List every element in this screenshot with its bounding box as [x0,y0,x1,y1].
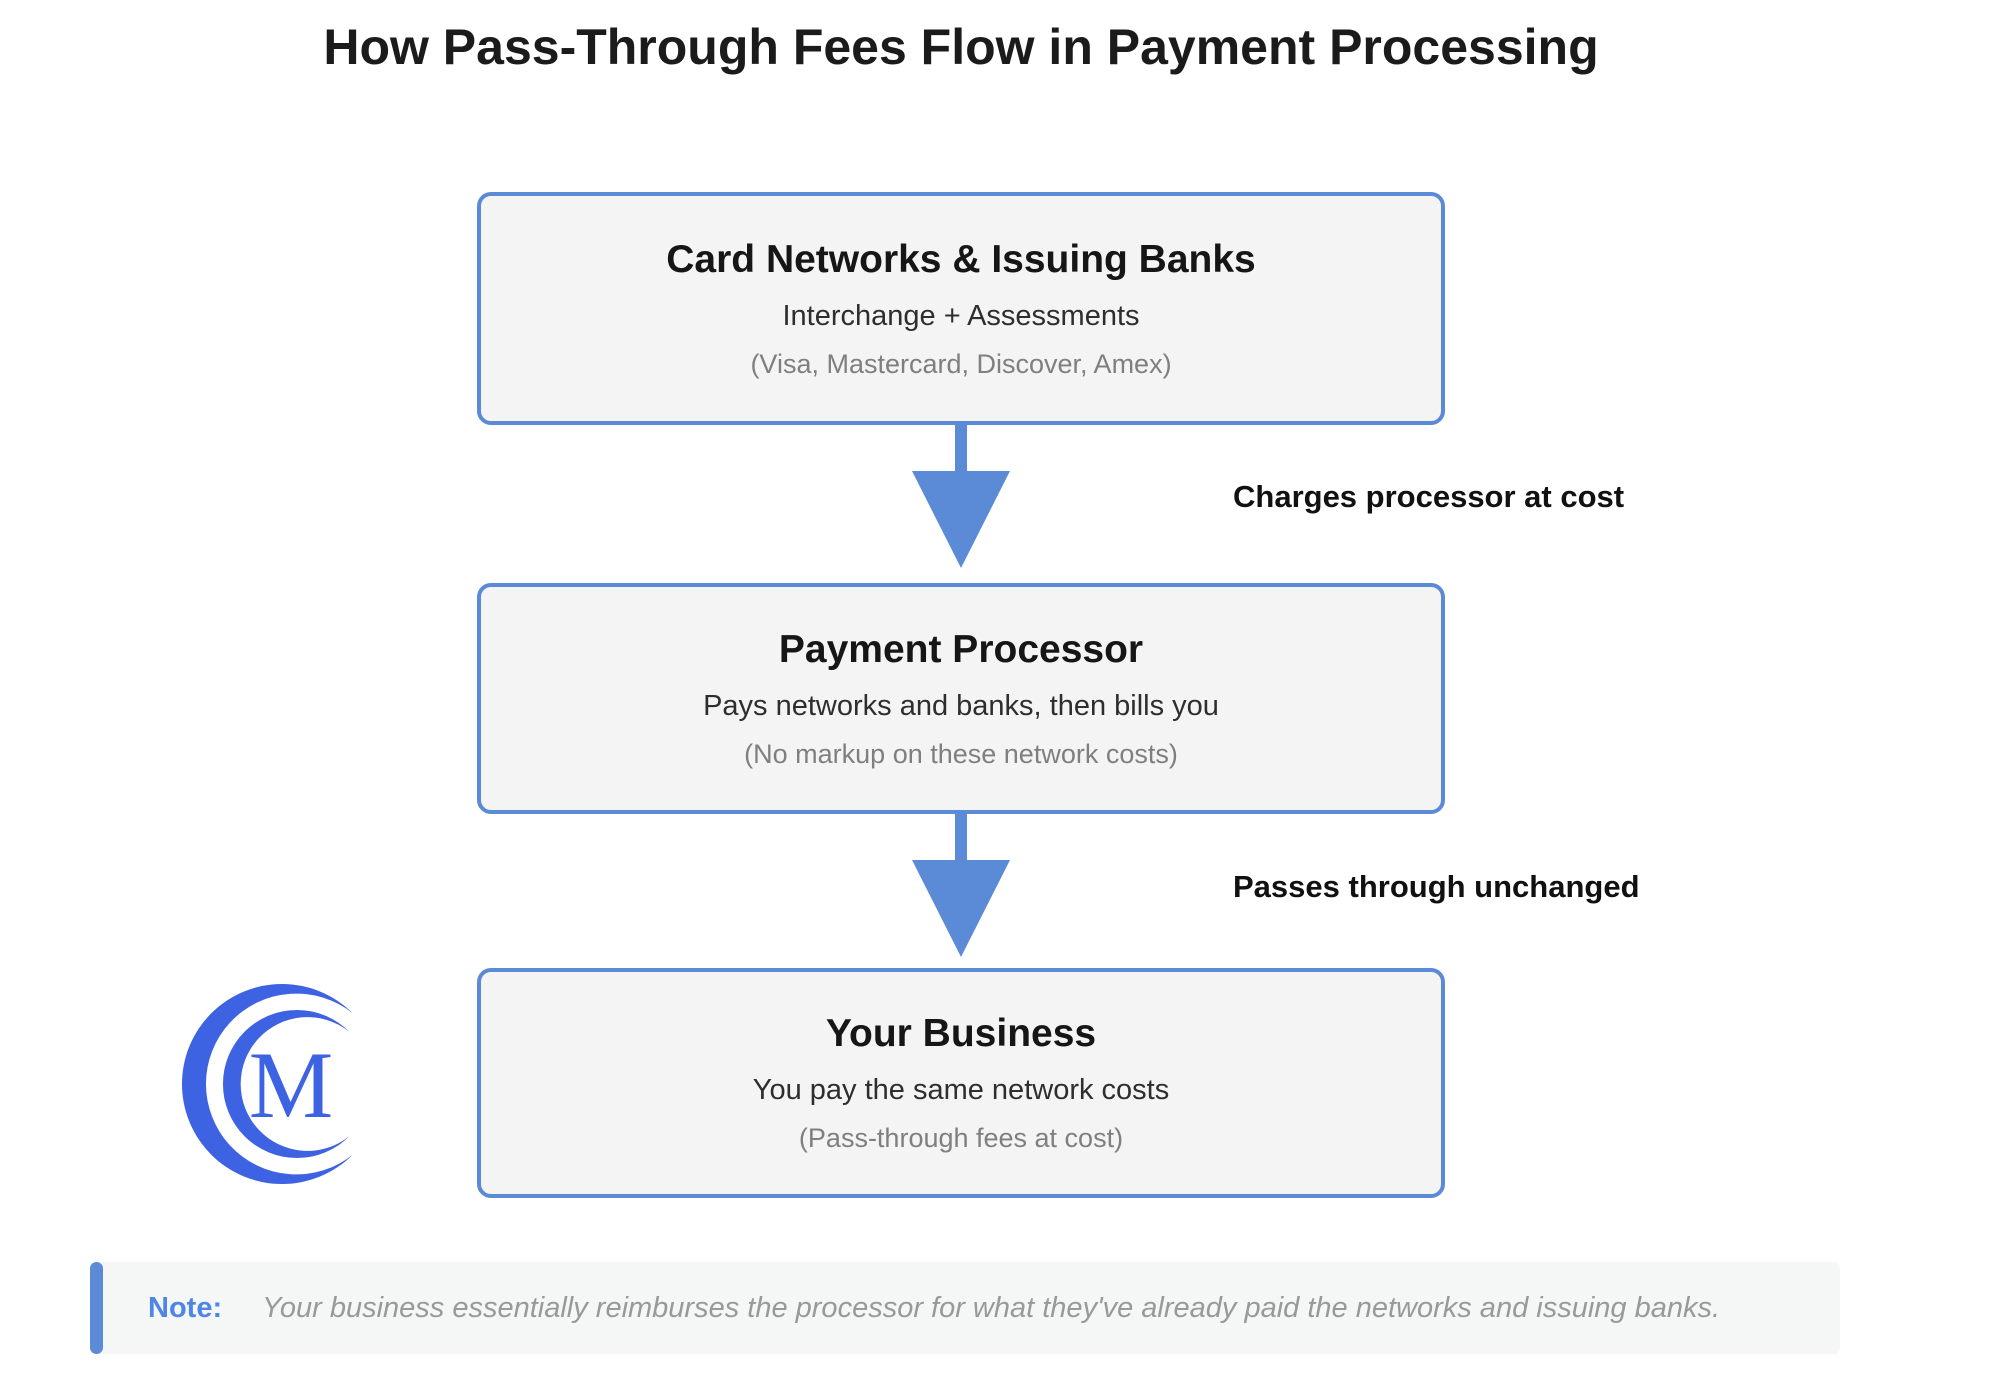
down-arrow-icon [912,814,1010,957]
note-label: Note: [148,1291,223,1324]
box-subtitle: Interchange + Assessments [782,299,1140,332]
box-subtitle: You pay the same network costs [752,1074,1170,1106]
box-heading: Payment Processor [778,627,1144,671]
box-detail: (Pass-through fees at cost) [798,1123,1124,1153]
box-subtitle: Pays networks and banks, then bills you [703,689,1219,722]
box-detail: (No markup on these network costs) [744,738,1178,769]
box-heading: Card Networks & Issuing Banks [666,237,1256,281]
box-detail: (Visa, Mastercard, Discover, Amex) [750,348,1172,379]
note-accent-bar [90,1262,103,1354]
page-title: How Pass-Through Fees Flow in Payment Pr… [323,19,1599,75]
box-heading: Your Business [825,1012,1097,1055]
arrow-label-passes: Passes through unchanged [1233,869,1640,904]
arrow-label-charges: Charges processor at cost [1233,479,1625,514]
note-callout: Note: Your business essentially reimburs… [90,1262,1840,1354]
flow-box-payment-processor: Payment Processor Pays networks and bank… [477,583,1445,814]
note-text: Your business essentially reimburses the… [262,1291,1721,1324]
flow-box-your-business: Your Business You pay the same network c… [477,968,1445,1198]
flow-box-card-networks: Card Networks & Issuing Banks Interchang… [477,192,1445,425]
company-logo: M [181,984,353,1184]
down-arrow-icon [912,425,1010,568]
logo-letter: M [249,1032,333,1138]
